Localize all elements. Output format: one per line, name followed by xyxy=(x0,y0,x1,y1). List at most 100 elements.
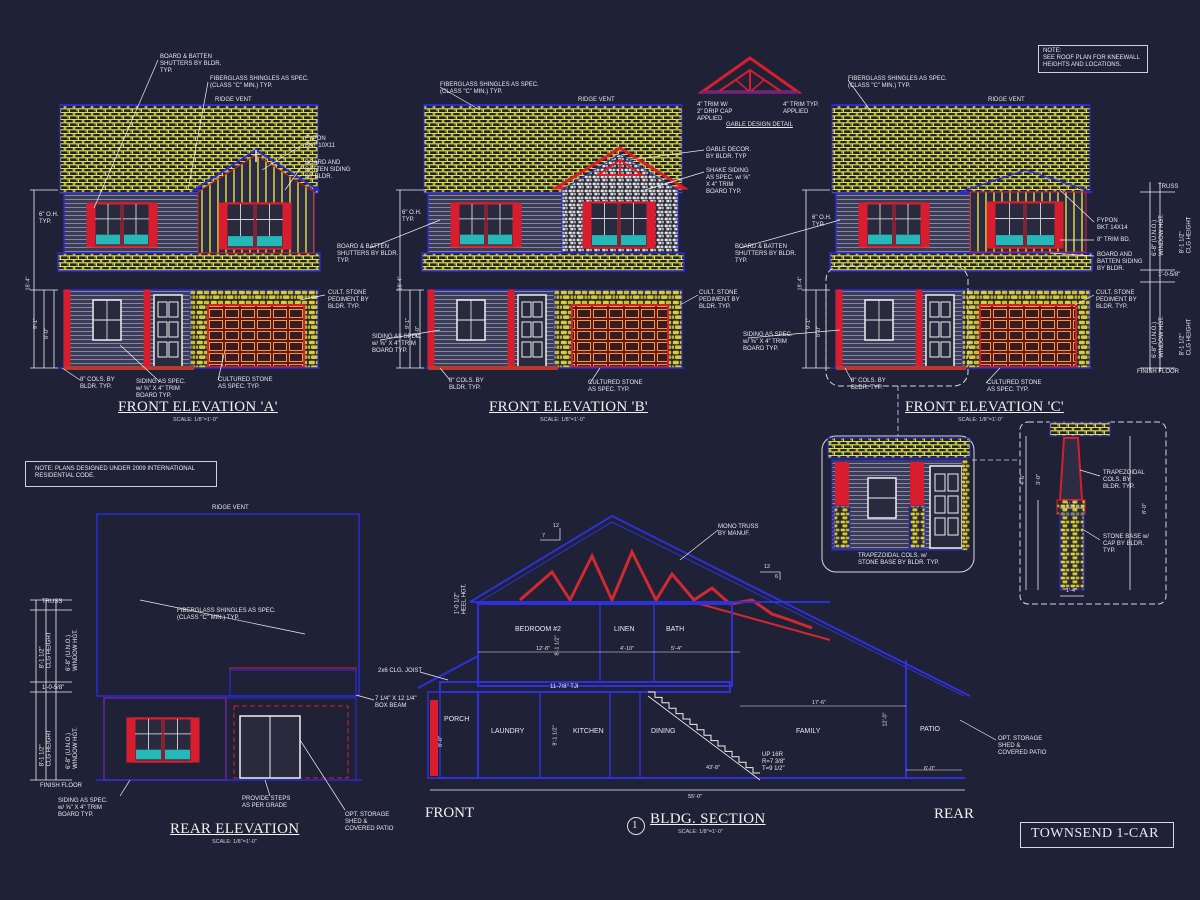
leader-line xyxy=(93,59,159,209)
section-heel-label: 1'-0 1/2" HEEL HGT. xyxy=(454,583,468,615)
elev-a-fypon-label: FYPON BKT 10X11 xyxy=(305,136,336,149)
entry-door xyxy=(925,294,955,368)
window-glass xyxy=(124,234,148,245)
elev-a-scale: SCALE: 1/8"=1'-0" xyxy=(173,417,218,423)
leader-line xyxy=(264,779,271,797)
elev-c-siding-label: SIDING AS SPEC. w/ ⅝" X 4" TRIM BOARD TY… xyxy=(743,332,793,352)
garage-door xyxy=(207,304,305,368)
leader-line xyxy=(299,294,326,301)
leader-line xyxy=(959,719,997,741)
porch-col-base xyxy=(908,505,926,549)
elev-b-pediment-label: CULT. STONE PEDIMENT BY BLDR. TYP. xyxy=(699,290,740,310)
gable-window xyxy=(218,202,292,250)
porch-roof xyxy=(417,655,479,689)
elev-a-ridge-label: RIDGE VENT xyxy=(215,97,252,103)
leader-line xyxy=(1049,252,1095,257)
leader-line xyxy=(187,81,209,191)
detail-graphics xyxy=(697,56,1167,605)
shutter xyxy=(284,202,292,250)
truss-heel xyxy=(699,603,831,641)
leader-line xyxy=(261,144,303,171)
shutter xyxy=(582,201,590,249)
rear-steps-label: PROVIDE STEPS AS PER GRADE xyxy=(242,796,291,809)
door-panel xyxy=(929,341,940,358)
gable-detail-web xyxy=(749,79,765,93)
elev-b-shutters-label: BOARD & BATTEN SHUTTERS BY BLDR. TYP. xyxy=(337,244,399,264)
porch-door-panel xyxy=(934,517,946,536)
section-dim-lower-h: 9'-1 1/2" xyxy=(552,725,559,746)
elev-c-truss-label: TRUSS xyxy=(1158,184,1179,190)
elev-a-pediment-label: CULT. STONE PEDIMENT BY BLDR. TYP. xyxy=(328,290,369,310)
roof-plan-note-box xyxy=(1038,45,1148,73)
column xyxy=(507,289,515,369)
door-panel xyxy=(532,301,543,318)
door-panel xyxy=(157,341,168,358)
elev-c-oh-label: 6" O.H. TYP. xyxy=(812,215,832,228)
room-linen: LINEN xyxy=(614,626,635,633)
door-panel xyxy=(157,321,168,338)
elev-c-shutters-label: BOARD & BATTEN SHUTTERS BY BLDR. TYP. xyxy=(735,244,797,264)
stair-stringer xyxy=(647,695,761,781)
elev-b-title: FRONT ELEVATION 'B' xyxy=(489,399,648,415)
elev-c-clghgt-label: 8'-1 1/2" CLG HEIGHT xyxy=(1179,216,1193,254)
leader-line xyxy=(844,367,853,382)
rear-win-label: 6'-8" (U.N.O.) WINDOW HGT. xyxy=(65,629,79,671)
elev-c-clghgt2-label: 8'-1 1/2" CLG HEIGHT xyxy=(1179,318,1193,356)
door-panel xyxy=(940,321,951,338)
elev-c-cols-label: 8" COLS. BY BLDR. TYP. xyxy=(851,378,886,391)
rear-win2-label: 6'-8" (U.N.O.) WINDOW HGT. xyxy=(65,727,79,769)
door-panel xyxy=(168,321,179,338)
rear-shingles-label: FIBERGLASS SHINGLES AS SPEC. (CLASS "C" … xyxy=(177,608,276,621)
rear-finish-label: FINISH FLOOR xyxy=(40,783,83,789)
door-panel xyxy=(157,301,168,318)
door-panel xyxy=(532,321,543,338)
elev-c-trim-label: 8" TRIM BD. xyxy=(1097,237,1131,243)
slope-triangle xyxy=(760,571,781,580)
section-dim-patio: 6'-0" xyxy=(924,766,935,772)
column xyxy=(427,289,435,369)
door-panel xyxy=(929,321,940,338)
rear-siding-label: SIDING AS SPEC. w/ ⅝" X 4" TRIM BOARD TY… xyxy=(58,798,108,818)
window-glass xyxy=(136,749,161,760)
elev-a-bb-siding-label: BOARD AND BATTEN SIDING BY BLDR. xyxy=(305,160,351,180)
room-dining: DINING xyxy=(651,728,676,735)
shutter xyxy=(218,202,226,250)
garage-door xyxy=(571,304,669,368)
door-panel xyxy=(168,341,179,358)
porch-door-panel xyxy=(947,473,959,492)
section-dim-stair: 43'-8" xyxy=(706,765,721,771)
leader-line xyxy=(1083,529,1101,541)
column xyxy=(143,289,151,369)
section-dim-bath: 5'-4" xyxy=(671,646,682,652)
leader-line xyxy=(679,294,699,306)
leader-line xyxy=(1059,189,1095,223)
col-detail-dim-5: 8'-0" xyxy=(1141,503,1148,514)
porch-detail-label: TRAPEZOIDAL COLS. w/ STONE BASE BY BLDR.… xyxy=(858,553,940,566)
section-dim-porch-h: 8'-0" xyxy=(437,736,444,747)
elev-b-shake-label: SHAKE SIDING AS SPEC. w/ ⅝" X 4" TRIM BO… xyxy=(706,168,751,195)
door-panel xyxy=(940,341,951,358)
leader-line xyxy=(439,367,451,381)
porch-door-panel xyxy=(947,517,959,536)
dormer-window xyxy=(986,201,1064,249)
slope-label-3: 12 xyxy=(764,564,771,570)
leader-line xyxy=(299,739,346,811)
shutter xyxy=(450,202,458,248)
leader-line xyxy=(355,694,375,701)
elev-b-oh-label: 6" O.H. TYP. xyxy=(402,210,422,223)
section-joist-label: 2x6 CLG. JOIST xyxy=(378,668,423,674)
section-roof-line xyxy=(469,514,971,697)
leader-line xyxy=(847,79,871,111)
detail-callout-bubble xyxy=(825,265,969,387)
shutter xyxy=(858,202,866,248)
col-detail-base-label: STONE BASE w/ CAP BY BLDR. TYP. xyxy=(1103,534,1149,554)
section-scale: SCALE: 1/8"=1'-0" xyxy=(678,829,723,835)
building-section-graphics xyxy=(417,514,997,791)
lower-roof-band xyxy=(421,252,685,272)
elev-c-finish-label: FINISH FLOOR xyxy=(1137,369,1180,375)
title-block-text: TOWNSEND 1-CAR xyxy=(1031,826,1159,841)
rear-elevation-graphics xyxy=(30,513,375,811)
leader-line xyxy=(644,171,705,191)
room-porch: PORCH xyxy=(444,716,470,723)
leader-line xyxy=(61,367,81,381)
